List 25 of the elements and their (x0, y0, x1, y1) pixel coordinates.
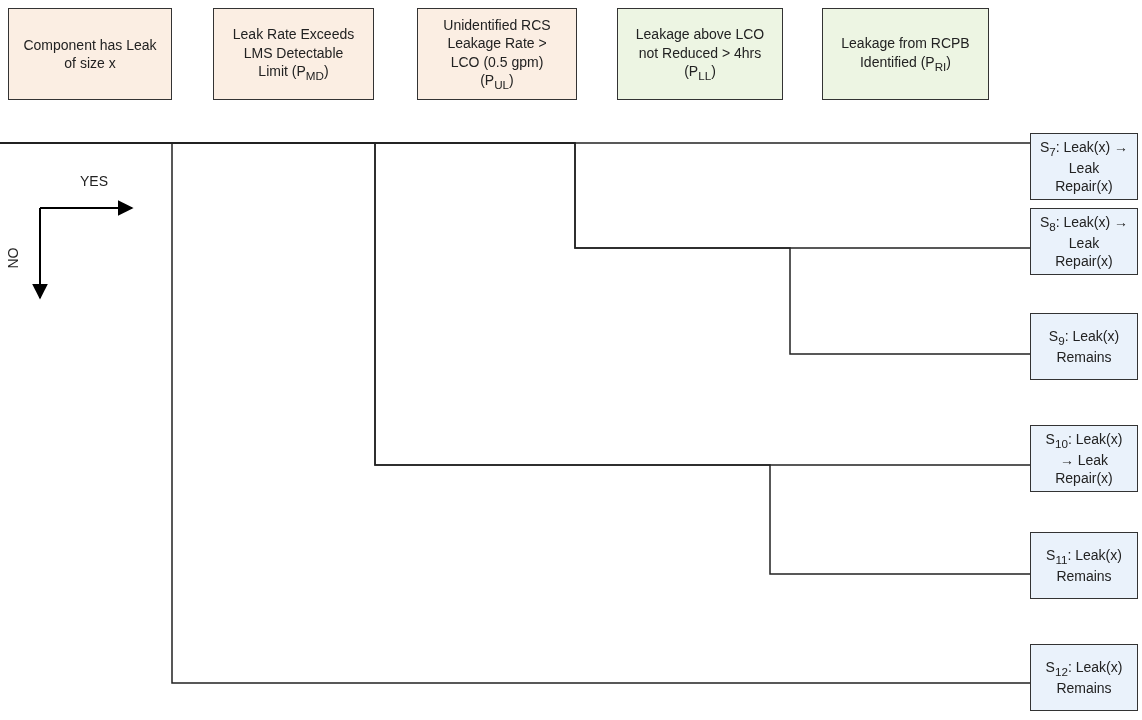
outcome-box (1030, 133, 1138, 200)
outcome-text: S$_{11}$: Leak(x) Remains (1045, 545, 1123, 586)
event-heading-text: Leakage from RCPB Identified (P$_{RI}$) (840, 34, 971, 74)
event-heading-box (213, 8, 374, 100)
outcome-box (1030, 532, 1138, 599)
outcome-text: S$_{10}$: Leak(x) → Leak Repair(x) (1044, 429, 1124, 488)
outcome-box (1030, 644, 1138, 711)
event-heading-box (8, 8, 172, 100)
outcome-box (1030, 208, 1138, 275)
event-heading-box (417, 8, 577, 100)
event-heading-text: Component has Leak of size x (23, 35, 157, 73)
event-heading-text: Leakage above LCO not Reduced > 4hrs (P$_{LL}$) (634, 25, 766, 83)
outcome-text: S$_{8}$: Leak(x) → Leak Repair(x) (1039, 212, 1129, 271)
event-heading-text: Unidentified RCS Leakage Rate > LCO (0.5 gpm) (P$_{UL}$) (442, 16, 552, 92)
branch-line (0, 142, 1031, 684)
outcome-box (1030, 313, 1138, 380)
event-heading-text: Leak Rate Exceeds LMS Detectable Limit (P$_{MD}$) (231, 25, 356, 83)
outcome-text: S$_{7}$: Leak(x) → Leak Repair(x) (1039, 137, 1129, 196)
branch-label: YES (80, 173, 108, 189)
outcome-text: S$_{9}$: Leak(x) Remains (1047, 326, 1121, 367)
event-heading-box (617, 8, 783, 100)
outcome-text: S$_{12}$: Leak(x) Remains (1044, 657, 1124, 698)
branch-label: NO (4, 247, 21, 269)
event-heading-box (822, 8, 989, 100)
outcome-box (1030, 425, 1138, 492)
